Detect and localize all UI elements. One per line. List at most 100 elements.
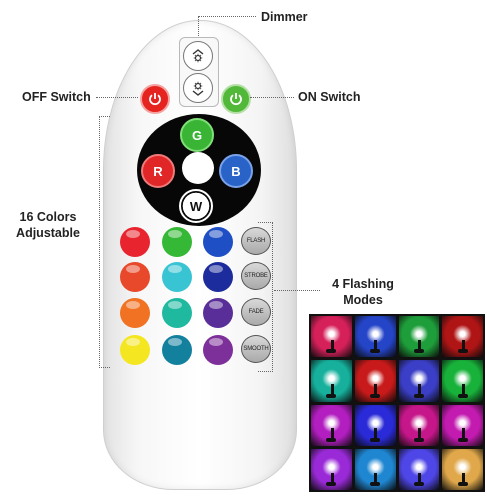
brightness-up-icon xyxy=(192,49,204,63)
color-button-r2-c1[interactable] xyxy=(120,262,150,292)
off-switch-leader xyxy=(96,97,138,98)
lamp-stand xyxy=(461,472,465,486)
lamp-photo-grid xyxy=(309,314,485,492)
flash-leader xyxy=(274,290,320,291)
strobe-button[interactable]: STROBE xyxy=(241,262,271,290)
color-button-r1-c1[interactable] xyxy=(120,227,150,257)
fade-button[interactable]: FADE xyxy=(241,298,271,326)
lamp-base xyxy=(457,393,468,398)
lamp-stand xyxy=(330,428,334,441)
lamp-stand xyxy=(418,339,422,353)
flash-label-line2: Modes xyxy=(343,293,383,307)
color-button-r3-c3[interactable] xyxy=(203,298,233,328)
color-button-r3-c2[interactable] xyxy=(162,298,192,328)
green-button[interactable]: G xyxy=(180,118,214,152)
color-button-r3-c1[interactable] xyxy=(120,298,150,328)
lamp-base xyxy=(457,482,468,486)
lamp-photo-r2-c3 xyxy=(398,360,440,402)
dimmer-down-button[interactable] xyxy=(183,73,213,103)
lamp-base xyxy=(370,393,380,398)
lamp-stand xyxy=(374,472,378,486)
color-button-r2-c2[interactable] xyxy=(162,262,192,292)
color-button-r2-c3[interactable] xyxy=(203,262,233,292)
smooth-button[interactable]: SMOOTH xyxy=(241,335,271,363)
blue-button[interactable]: B xyxy=(219,154,253,188)
lamp-glow xyxy=(364,457,386,477)
lamp-base xyxy=(326,482,337,486)
lamp-stand xyxy=(330,472,334,486)
lamp-base xyxy=(370,349,380,354)
lamp-base xyxy=(457,437,468,442)
flash-label-line1: 4 Flashing xyxy=(332,277,394,291)
color-button-r4-c3[interactable] xyxy=(203,335,233,365)
lamp-photo-r4-c4 xyxy=(442,448,483,490)
lamp-glow xyxy=(321,324,342,344)
lamp-photo-r1-c4 xyxy=(442,316,483,358)
on-button[interactable] xyxy=(221,84,251,114)
lamp-photo-r3-c2 xyxy=(354,404,396,446)
off-button[interactable] xyxy=(140,84,170,114)
color-button-r4-c2[interactable] xyxy=(162,335,192,365)
lamp-stand xyxy=(418,384,422,397)
lamp-base xyxy=(457,349,468,354)
lamp-stand xyxy=(418,428,422,441)
lamp-stand xyxy=(418,472,422,486)
lamp-glow xyxy=(452,457,473,477)
lamp-glow xyxy=(408,324,430,344)
lamp-glow xyxy=(364,413,386,433)
lamp-photo-r2-c2 xyxy=(354,360,396,402)
lamp-stand xyxy=(461,428,465,441)
lamp-photo-r2-c1 xyxy=(311,360,352,402)
dimmer-up-button[interactable] xyxy=(183,41,213,71)
colors-bracket xyxy=(99,116,110,368)
lamp-stand xyxy=(374,384,378,397)
lamp-glow xyxy=(452,368,473,388)
dimmer-label: Dimmer xyxy=(261,10,308,24)
lamp-photo-r3-c1 xyxy=(311,404,352,446)
lamp-photo-r1-c1 xyxy=(311,316,352,358)
lamp-glow xyxy=(321,368,342,388)
lamp-base xyxy=(326,349,337,354)
lamp-base xyxy=(413,393,424,398)
lamp-glow xyxy=(321,413,342,433)
on-switch-label: ON Switch xyxy=(298,90,361,104)
dimmer-leader-vertical xyxy=(198,16,199,36)
lamp-base xyxy=(326,393,337,398)
lamp-glow xyxy=(452,324,473,344)
lamp-photo-r4-c1 xyxy=(311,448,352,490)
color-button-r1-c3[interactable] xyxy=(203,227,233,257)
lamp-base xyxy=(413,349,424,354)
lamp-stand xyxy=(330,384,334,397)
lamp-glow xyxy=(364,324,386,344)
colors-label-line1: 16 Colors xyxy=(19,210,77,224)
lamp-photo-r4-c3 xyxy=(398,448,440,490)
white-button[interactable]: W xyxy=(179,189,213,223)
lamp-photo-r2-c4 xyxy=(442,360,483,402)
lamp-glow xyxy=(364,368,386,388)
lamp-glow xyxy=(408,368,430,388)
lamp-photo-r3-c3 xyxy=(398,404,440,446)
lamp-glow xyxy=(408,457,430,477)
color-button-r4-c1[interactable] xyxy=(120,335,150,365)
lamp-base xyxy=(370,482,380,486)
center-button[interactable] xyxy=(182,152,214,184)
power-icon xyxy=(230,93,242,106)
lamp-stand xyxy=(374,428,378,441)
lamp-base xyxy=(326,437,337,442)
lamp-stand xyxy=(461,339,465,353)
flash-button[interactable]: FLASH xyxy=(241,227,271,255)
on-switch-leader xyxy=(250,97,294,98)
lamp-photo-r3-c4 xyxy=(442,404,483,446)
lamp-photo-r4-c2 xyxy=(354,448,396,490)
red-button[interactable]: R xyxy=(141,154,175,188)
lamp-glow xyxy=(452,413,473,433)
power-icon xyxy=(149,93,161,106)
lamp-photo-r1-c2 xyxy=(354,316,396,358)
lamp-base xyxy=(413,437,424,442)
off-switch-label: OFF Switch xyxy=(22,90,91,104)
colors-label-line2: Adjustable xyxy=(16,226,80,240)
color-button-r1-c2[interactable] xyxy=(162,227,192,257)
lamp-glow xyxy=(321,457,342,477)
brightness-down-icon xyxy=(192,81,204,96)
lamp-base xyxy=(370,437,380,442)
